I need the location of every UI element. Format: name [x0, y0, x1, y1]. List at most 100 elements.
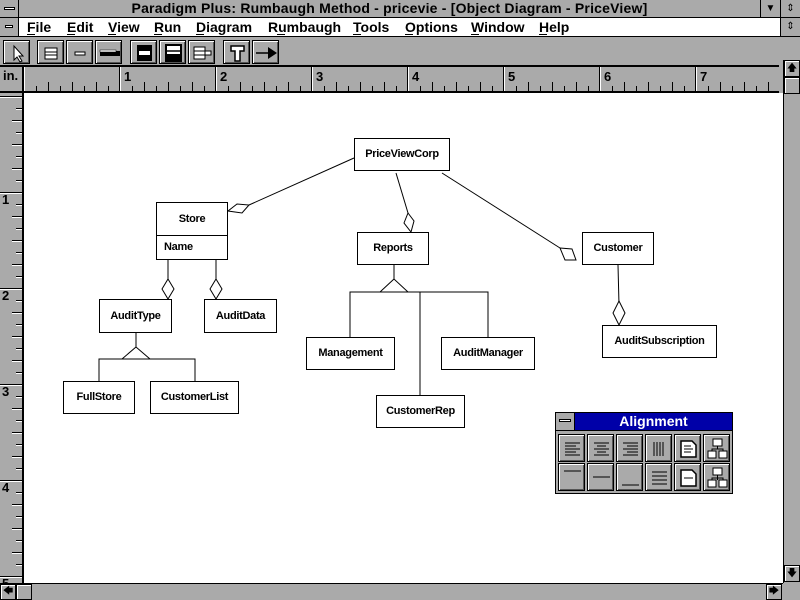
- note-icon: [680, 469, 697, 487]
- menu-run[interactable]: RunRun: [154, 18, 181, 36]
- class-store[interactable]: Store Name: [156, 202, 228, 260]
- menu-view-label: View: [108, 19, 140, 35]
- document-menu-icon: [5, 25, 13, 28]
- menu-view[interactable]: ViewView: [108, 18, 140, 36]
- menu-window[interactable]: WindowWindow: [471, 18, 525, 36]
- menu-rumbaugh[interactable]: RumbaughRumbaugh: [268, 18, 341, 36]
- aggregation-line-store[interactable]: [248, 157, 355, 206]
- align-top-button[interactable]: [558, 463, 585, 491]
- arrow-icon: [256, 47, 277, 59]
- class-auditdata[interactable]: AuditData: [204, 299, 277, 333]
- palette-menu-icon: [559, 419, 571, 422]
- nested-box-tool-button[interactable]: [188, 40, 215, 64]
- vruler-label-3: 3: [2, 384, 10, 399]
- system-menu-button[interactable]: [0, 0, 19, 18]
- distribute-vertical-icon: [653, 442, 664, 456]
- up-arrow-icon: 🡅: [786, 63, 798, 74]
- class-audittype[interactable]: AuditType: [99, 299, 172, 333]
- align-bottom-icon: [622, 484, 639, 486]
- ruler-label-5: 5: [508, 69, 516, 84]
- class-customerrep[interactable]: CustomerRep: [376, 395, 465, 428]
- class-auditmanager[interactable]: AuditManager: [441, 337, 535, 370]
- document-system-menu-button[interactable]: [0, 18, 19, 36]
- bar-tool-button[interactable]: [95, 40, 122, 64]
- hierarchy-tree-button[interactable]: [703, 463, 730, 491]
- menu-help[interactable]: HelpHelp: [539, 18, 569, 36]
- document-restore-button[interactable]: ⇕: [780, 18, 800, 36]
- aggregation-diamond-auditsubscription: [612, 299, 626, 327]
- aggregation-diamond-customer: [559, 247, 577, 261]
- align-center-button[interactable]: [587, 434, 614, 462]
- menu-tools[interactable]: ToolsTools: [353, 18, 389, 36]
- horizontal-scrollbar[interactable]: 🡄 🡆: [0, 583, 783, 600]
- distribute-horizontal-button[interactable]: [645, 463, 672, 491]
- class-fullstore[interactable]: FullStore: [63, 381, 135, 414]
- align-left-button[interactable]: [558, 434, 585, 462]
- ruler-label-3: 3: [316, 69, 324, 84]
- thick-bar-icon: [99, 49, 120, 56]
- menu-window-label: Window: [471, 19, 525, 35]
- text-tool-icon: [230, 45, 245, 62]
- generalization-triangle-audittype: [120, 346, 152, 360]
- horizontal-scroll-thumb[interactable]: [16, 584, 32, 600]
- aggregation-line-auditsubscription[interactable]: [617, 264, 620, 306]
- class-customerlist[interactable]: CustomerList: [150, 381, 239, 414]
- alignment-palette: Alignment: [555, 412, 733, 494]
- class-customer[interactable]: Customer: [582, 232, 654, 265]
- scroll-left-button[interactable]: 🡄: [0, 584, 16, 600]
- bottom-filled-box-icon: [165, 44, 182, 62]
- align-left-icon: [565, 442, 580, 456]
- note-text-button[interactable]: [674, 434, 701, 462]
- class-tool-button[interactable]: [37, 40, 64, 64]
- text-tool-button[interactable]: [223, 40, 250, 64]
- menu-file[interactable]: FileFile: [27, 18, 51, 36]
- bottom-compartment-tool-button[interactable]: [159, 40, 186, 64]
- note-button[interactable]: [674, 463, 701, 491]
- restore-button[interactable]: ⇕: [780, 0, 800, 17]
- menu-file-label: File: [27, 19, 52, 35]
- class-store-name: Store: [157, 203, 227, 236]
- align-center-icon: [594, 442, 609, 456]
- ruler-label-4: 4: [412, 69, 420, 84]
- palette-system-menu-button[interactable]: [556, 413, 575, 430]
- distribute-vertical-button[interactable]: [645, 434, 672, 462]
- class-auditsubscription[interactable]: AuditSubscription: [602, 325, 717, 358]
- ruler-label-2: 2: [220, 69, 228, 84]
- align-right-button[interactable]: [616, 434, 643, 462]
- aggregation-diamond-store: [226, 203, 251, 214]
- horizontal-ruler-ticks: [24, 67, 769, 91]
- scroll-right-button[interactable]: 🡆: [766, 584, 782, 600]
- menu-rumbaugh-label: Rumbaugh: [268, 19, 342, 35]
- alignment-palette-title: Alignment: [619, 413, 688, 429]
- class-reports[interactable]: Reports: [357, 232, 429, 265]
- top-compartment-tool-button[interactable]: [130, 40, 157, 64]
- alignment-palette-titlebar[interactable]: Alignment: [556, 413, 732, 431]
- line-tool-button[interactable]: [66, 40, 93, 64]
- arrow-tool-button[interactable]: [252, 40, 279, 64]
- aggregation-line-reports[interactable]: [395, 172, 409, 214]
- class-priceviewcorp[interactable]: PriceViewCorp: [354, 138, 450, 171]
- generalization-branch-audittype: [98, 358, 196, 381]
- align-middle-icon: [593, 476, 610, 478]
- line-icon: [74, 51, 86, 56]
- align-bottom-button[interactable]: [616, 463, 643, 491]
- vertical-scroll-thumb[interactable]: [784, 77, 800, 94]
- menu-diagram[interactable]: DiagramDiagram: [196, 18, 252, 36]
- menu-edit[interactable]: EditEdit: [67, 18, 93, 36]
- scroll-up-button[interactable]: 🡅: [784, 60, 800, 77]
- hierarchy-button[interactable]: [703, 434, 730, 462]
- pointer-tool-button[interactable]: [3, 40, 30, 64]
- minimize-button[interactable]: ▼: [760, 0, 780, 17]
- pointer-icon: [13, 44, 25, 63]
- menu-options[interactable]: OptionsOptions: [405, 18, 458, 36]
- aggregation-line-customer[interactable]: [441, 172, 561, 249]
- class-management[interactable]: Management: [306, 337, 395, 370]
- vertical-scrollbar[interactable]: 🡅 🡇: [783, 60, 800, 583]
- align-middle-button[interactable]: [587, 463, 614, 491]
- menu-run-label: Run: [154, 19, 182, 35]
- scroll-down-button[interactable]: 🡇: [784, 565, 800, 582]
- down-arrow-icon: 🡇: [786, 568, 798, 579]
- diagram-canvas[interactable]: PriceViewCorp Store Name Reports Custome…: [24, 93, 783, 583]
- diagram-connectors: [98, 157, 626, 395]
- top-filled-box-icon: [137, 45, 152, 61]
